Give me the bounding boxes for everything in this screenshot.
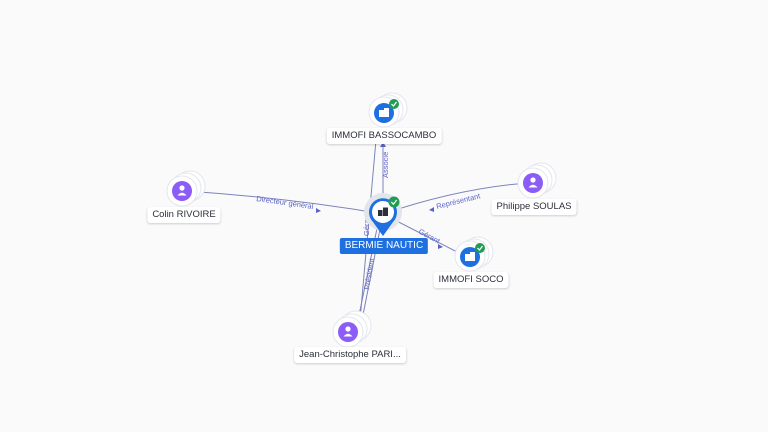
building-icon — [465, 252, 475, 261]
edge-bassocambo-link[interactable] — [359, 139, 377, 321]
check-icon — [388, 196, 400, 208]
edges — [185, 128, 529, 321]
edge-label-associe: Associé — [381, 152, 390, 178]
building-icon — [378, 207, 388, 216]
edge-label-president: Président — [362, 257, 377, 291]
node-colin-rivoire[interactable] — [166, 170, 206, 207]
node-label-colin-rivoire[interactable]: Colin RIVOIRE — [147, 207, 221, 223]
node-immofi-soco[interactable] — [454, 236, 494, 272]
edge-label-gerant-2: Gérant — [362, 212, 371, 236]
node-label-immofi-soco[interactable]: IMMOFI SOCO — [433, 272, 509, 288]
check-icon — [475, 243, 485, 253]
edge-directeur-general[interactable] — [185, 190, 384, 215]
node-label-jean-christophe[interactable]: Jean-Christophe PARI... — [294, 347, 406, 363]
node-label-philippe-soulas[interactable]: Philippe SOULAS — [491, 199, 577, 215]
edge-arrows — [316, 142, 443, 249]
edge-label-representant: Représentant — [435, 191, 482, 211]
user-icon — [177, 185, 187, 196]
building-icon — [379, 108, 389, 117]
node-label-bermie-nautic[interactable]: BERMIE NAUTIC — [339, 238, 429, 254]
user-icon — [528, 177, 538, 188]
edge-president[interactable] — [361, 213, 384, 321]
edge-label-directeur-general: Directeur général — [256, 194, 315, 211]
node-philippe-soulas[interactable] — [517, 162, 557, 199]
node-immofi-bassocambo[interactable] — [368, 92, 408, 128]
node-bermie-nautic[interactable] — [364, 193, 402, 236]
node-label-immofi-bassocambo[interactable]: IMMOFI BASSOCAMBO — [326, 128, 442, 144]
user-icon — [343, 326, 353, 337]
check-icon — [389, 99, 399, 109]
edge-president-2[interactable] — [357, 213, 381, 321]
node-jean-christophe[interactable] — [332, 310, 372, 348]
